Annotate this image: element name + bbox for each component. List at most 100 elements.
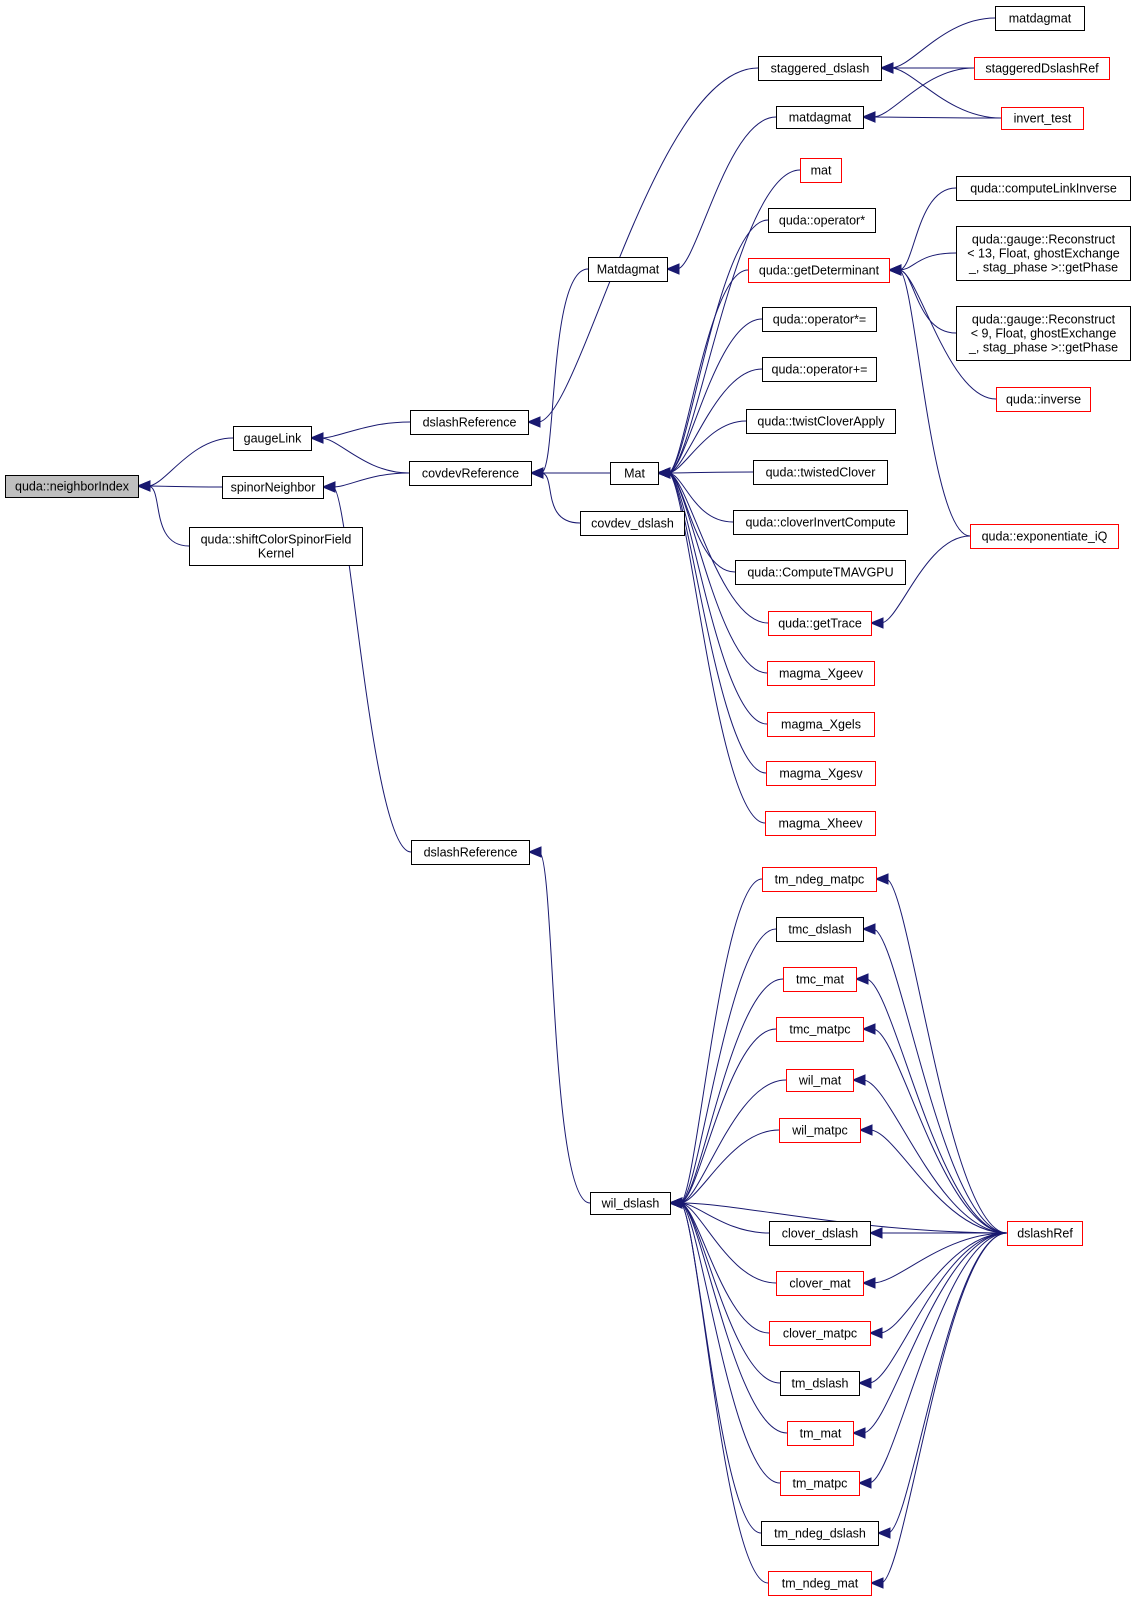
node-box-root xyxy=(5,475,139,498)
arrowhead-dslashReference2-to-spinorNeighbor xyxy=(321,481,336,493)
edge-tmc_dslash-to-wil_dslash xyxy=(679,928,777,1204)
arrowhead-wil_dslash-to-dslashReference2 xyxy=(527,846,542,858)
node-clover_matpc[interactable]: clover_matpc xyxy=(769,1321,871,1346)
node-box-magma_Xgesv xyxy=(766,761,876,786)
node-label-op_mul-0: quda::operator* xyxy=(779,214,865,228)
node-tmc_matpc[interactable]: tmc_matpc xyxy=(776,1017,864,1042)
node-label-tmc_dslash-0: tmc_dslash xyxy=(788,923,851,937)
node-wil_matpc[interactable]: wil_matpc xyxy=(779,1118,861,1143)
node-dslashRef[interactable]: dslashRef xyxy=(1007,1221,1083,1246)
edge-dslashRef-to-tm_mat xyxy=(862,1232,1008,1434)
node-label-covdev_dslash-0: covdev_dslash xyxy=(591,517,674,531)
node-box-matdagmat_mid xyxy=(776,106,864,129)
node-box-wil_matpc xyxy=(779,1118,861,1143)
node-cloverInvertCompute[interactable]: quda::cloverInvertCompute xyxy=(733,510,908,535)
node-clover_mat[interactable]: clover_mat xyxy=(776,1271,864,1296)
node-box-tmc_dslash xyxy=(776,917,864,942)
node-covdev_dslash[interactable]: covdev_dslash xyxy=(580,511,685,536)
node-Mat[interactable]: Mat xyxy=(610,462,659,485)
node-spinorNeighbor[interactable]: spinorNeighbor xyxy=(222,476,324,499)
arrowhead-covdevReference-to-gaugeLink xyxy=(309,432,324,444)
node-tm_ndeg_dslash[interactable]: tm_ndeg_dslash xyxy=(761,1521,879,1546)
node-box-op_pluseq xyxy=(762,357,877,382)
node-tm_matpc[interactable]: tm_matpc xyxy=(780,1471,860,1496)
node-box-spinorNeighbor xyxy=(222,476,324,499)
edge-covdevReference-to-spinorNeighbor xyxy=(332,472,410,488)
node-root[interactable]: quda::neighborIndex xyxy=(5,475,139,498)
node-box-dslashReference1 xyxy=(410,410,529,435)
node-box-tm_ndeg_mat xyxy=(768,1571,872,1596)
node-box-covdev_dslash xyxy=(580,511,685,536)
node-staggeredDslashRef[interactable]: staggeredDslashRef xyxy=(974,57,1110,80)
node-dslashReference2[interactable]: dslashReference xyxy=(411,840,530,865)
node-label-tm_ndeg_dslash-0: tm_ndeg_dslash xyxy=(774,1527,866,1541)
node-gaugeLink[interactable]: gaugeLink xyxy=(233,426,312,451)
edge-exponentiate_iQ-to-getTrace xyxy=(880,535,971,624)
edge-staggeredDslashRef-to-matdagmat_mid xyxy=(872,67,975,118)
edge-op_pluseq-to-Mat xyxy=(667,368,763,474)
node-magma_Xgels[interactable]: magma_Xgels xyxy=(767,712,875,737)
node-inverse[interactable]: quda::inverse xyxy=(996,387,1091,412)
node-reconstruct13[interactable]: quda::gauge::Reconstruct< 13, Float, gho… xyxy=(956,226,1131,281)
arrowhead-invert_test-to-matdagmat_mid xyxy=(861,111,876,123)
node-twistedClover[interactable]: quda::twistedClover xyxy=(753,460,888,485)
node-invert_test[interactable]: invert_test xyxy=(1001,107,1084,130)
node-tm_dslash[interactable]: tm_dslash xyxy=(780,1371,860,1396)
node-box-invert_test xyxy=(1001,107,1084,130)
edge-dslashReference1-to-gaugeLink xyxy=(320,421,411,439)
node-ComputeTMAVGPU[interactable]: quda::ComputeTMAVGPU xyxy=(735,560,906,585)
node-magma_Xgesv[interactable]: magma_Xgesv xyxy=(766,761,876,786)
node-matdagmat_top[interactable]: matdagmat xyxy=(995,6,1085,31)
arrowhead-dslashRef-to-tm_ndeg_matpc xyxy=(874,873,889,885)
arrowhead-matdagmat_mid-to-Matdagmat xyxy=(665,263,680,275)
edge-dslashReference2-to-spinorNeighbor xyxy=(332,486,412,853)
edge-dslashRef-to-tmc_dslash xyxy=(872,928,1008,1234)
node-covdevReference[interactable]: covdevReference xyxy=(409,461,532,486)
node-getTrace[interactable]: quda::getTrace xyxy=(768,611,872,636)
node-wil_dslash[interactable]: wil_dslash xyxy=(590,1192,671,1215)
node-tmc_dslash[interactable]: tmc_dslash xyxy=(776,917,864,942)
node-label-wil_mat-0: wil_mat xyxy=(798,1074,842,1088)
node-dslashReference1[interactable]: dslashReference xyxy=(410,410,529,435)
edge-dslashRef-to-wil_mat xyxy=(862,1079,1008,1234)
arrowhead-invert_test-to-staggered_dslash xyxy=(879,62,894,74)
node-tm_ndeg_mat[interactable]: tm_ndeg_mat xyxy=(768,1571,872,1596)
node-label-matdagmat_top-0: matdagmat xyxy=(1009,12,1072,26)
edge-mat-to-Mat xyxy=(667,169,801,474)
node-tmc_mat[interactable]: tmc_mat xyxy=(783,967,857,992)
node-op_pluseq[interactable]: quda::operator+= xyxy=(762,357,877,382)
node-matdagmat_mid[interactable]: matdagmat xyxy=(776,106,864,129)
node-label-cloverInvertCompute-0: quda::cloverInvertCompute xyxy=(745,516,895,530)
edge-invert_test-to-staggered_dslash xyxy=(890,67,1002,119)
node-computeLinkInverse[interactable]: quda::computeLinkInverse xyxy=(956,176,1131,201)
node-box-tm_dslash xyxy=(780,1371,860,1396)
node-staggered_dslash[interactable]: staggered_dslash xyxy=(758,56,882,81)
node-box-magma_Xgels xyxy=(767,712,875,737)
edge-reconstruct9-to-getDeterminant xyxy=(898,269,957,334)
node-clover_dslash[interactable]: clover_dslash xyxy=(769,1221,871,1246)
node-twistCloverApply[interactable]: quda::twistCloverApply xyxy=(746,409,896,434)
node-box-magma_Xheev xyxy=(765,811,876,836)
node-box-ComputeTMAVGPU xyxy=(735,560,906,585)
node-label-magma_Xgesv-0: magma_Xgesv xyxy=(779,767,863,781)
node-tm_mat[interactable]: tm_mat xyxy=(787,1421,854,1446)
edge-covdevReference-to-gaugeLink xyxy=(320,437,410,474)
node-box-wil_dslash xyxy=(590,1192,671,1215)
edge-dslashRef-to-wil_matpc xyxy=(869,1129,1008,1234)
node-wil_mat[interactable]: wil_mat xyxy=(786,1069,854,1092)
node-magma_Xheev[interactable]: magma_Xheev xyxy=(765,811,876,836)
node-mat[interactable]: mat xyxy=(800,158,842,183)
node-Matdagmat[interactable]: Matdagmat xyxy=(588,257,668,282)
node-magma_Xgeev[interactable]: magma_Xgeev xyxy=(767,661,875,686)
node-tm_ndeg_matpc[interactable]: tm_ndeg_matpc xyxy=(762,867,877,892)
node-exponentiate_iQ[interactable]: quda::exponentiate_iQ xyxy=(970,524,1119,549)
node-label-tm_ndeg_mat-0: tm_ndeg_mat xyxy=(782,1577,859,1591)
node-label-op_pluseq-0: quda::operator+= xyxy=(772,363,868,377)
node-op_mul[interactable]: quda::operator* xyxy=(768,208,876,233)
edge-reconstruct13-to-getDeterminant xyxy=(898,252,957,271)
node-op_muleq[interactable]: quda::operator*= xyxy=(762,307,877,332)
node-reconstruct9[interactable]: quda::gauge::Reconstruct< 9, Float, ghos… xyxy=(956,306,1131,361)
node-getDeterminant[interactable]: quda::getDeterminant xyxy=(748,258,890,283)
